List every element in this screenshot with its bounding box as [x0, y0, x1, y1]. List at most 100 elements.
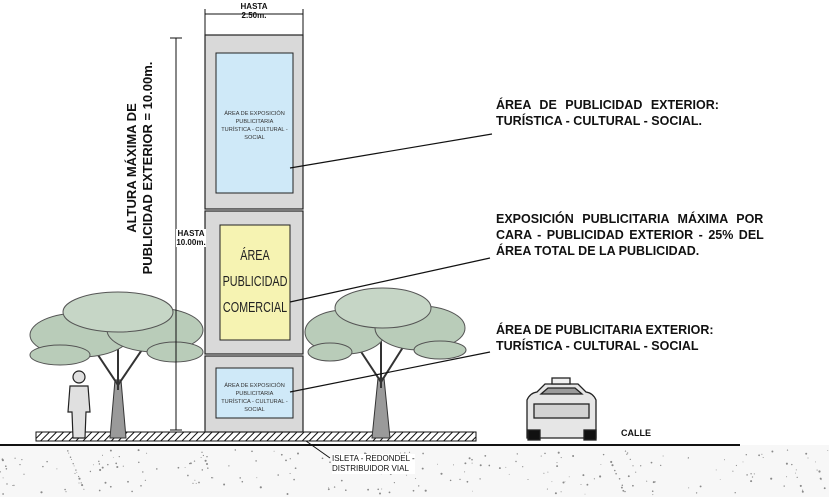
soil-speck — [735, 464, 737, 467]
soil-speck — [70, 459, 72, 460]
soil-speck — [464, 462, 467, 465]
width-dimension — [204, 9, 304, 35]
soil-speck — [78, 482, 80, 484]
soil-speck — [56, 468, 58, 470]
soil-speck — [629, 458, 631, 461]
soil-speck — [204, 459, 207, 462]
soil-speck — [192, 482, 194, 484]
soil-speck — [205, 462, 209, 466]
soil-speck — [580, 484, 582, 485]
soil-speck — [21, 459, 23, 461]
soil-speck — [662, 455, 664, 457]
soil-speck — [289, 458, 291, 460]
soil-speck — [527, 478, 529, 481]
soil-speck — [289, 472, 291, 475]
side-height-line1: HASTA — [177, 229, 205, 238]
side-height-line2: 10.00m. — [176, 238, 206, 247]
soil-speck — [640, 465, 642, 467]
soil-speck — [177, 466, 180, 469]
soil-speck — [560, 491, 562, 493]
soil-speck — [554, 492, 557, 495]
soil-speck — [142, 471, 144, 473]
soil-speck — [795, 469, 797, 471]
soil-speck — [719, 478, 721, 480]
soil-speck — [146, 452, 148, 454]
soil-speck — [99, 468, 102, 472]
side-height-label: HASTA 10.00m. — [176, 229, 206, 247]
soil-speck — [544, 452, 546, 455]
soil-speck — [468, 457, 471, 460]
soil-speck — [399, 452, 401, 454]
soil-speck — [293, 478, 295, 481]
soil-speck — [6, 483, 8, 485]
soil-speck — [131, 490, 133, 493]
soil-speck — [799, 484, 802, 487]
soil-speck — [98, 463, 101, 465]
panel-middle-line1: ÁREA — [240, 247, 270, 264]
soil-speck — [568, 476, 570, 478]
soil-speck — [156, 468, 158, 470]
soil-speck — [816, 469, 818, 471]
callout-2-line2: CARA - PUBLICIDAD EXTERIOR - 25% DEL — [496, 228, 764, 242]
soil-speck — [783, 485, 785, 487]
width-label-line2: 2.50m. — [241, 11, 267, 20]
soil-speck — [635, 471, 637, 473]
soil-speck — [68, 452, 70, 454]
soil-speck — [418, 485, 420, 487]
soil-speck — [256, 477, 258, 479]
soil-speck — [618, 478, 621, 480]
soil-speck — [786, 449, 789, 451]
soil-speck — [801, 490, 804, 493]
soil-speck — [802, 489, 804, 491]
tree-left — [29, 291, 204, 439]
soil-speck — [611, 464, 614, 467]
soil-speck — [515, 460, 517, 463]
soil-speck — [557, 451, 560, 454]
soil-speck — [207, 467, 209, 469]
soil-speck — [687, 457, 689, 459]
callout-exterior-top: ÁREA DE PUBLICIDAD EXTERIOR: TURÍSTICA -… — [496, 97, 796, 129]
soil-speck — [72, 463, 74, 465]
soil-speck — [23, 473, 25, 475]
soil-speck — [632, 465, 634, 467]
soil-speck — [599, 475, 602, 478]
soil-speck — [582, 474, 585, 477]
soil-speck — [140, 485, 142, 487]
soil-speck — [626, 452, 629, 454]
soil-speck — [65, 491, 67, 493]
soil-speck — [406, 474, 408, 476]
soil-speck — [452, 464, 455, 466]
soil-speck — [823, 487, 826, 490]
soil-speck — [206, 455, 208, 458]
soil-speck — [422, 452, 424, 455]
tree-right — [304, 287, 467, 439]
soil-speck — [195, 482, 197, 484]
soil-speck — [746, 474, 748, 476]
panel-middle-line2: PUBLICIDAD — [222, 273, 288, 290]
panel-top-text: ÁREA DE EXPOSICIÓN PUBLICITARIA TURÍSTIC… — [216, 110, 293, 142]
soil-speck — [101, 466, 104, 469]
soil-speck — [367, 488, 370, 491]
panel-bottom-line2: TURÍSTICA - CULTURAL - SOCIAL — [221, 399, 288, 413]
soil-speck — [699, 485, 702, 488]
street-label: CALLE — [621, 428, 651, 438]
soil-speck — [624, 490, 626, 493]
soil-speck — [137, 449, 140, 452]
soil-speck — [472, 490, 474, 492]
soil-speck — [363, 452, 367, 455]
width-label: HASTA 2.50m. — [224, 2, 284, 20]
soil-speck — [794, 472, 796, 474]
panel-middle-text: ÁREA PUBLICIDAD COMERCIAL — [219, 243, 291, 321]
island-label-line1: ISLETA - REDONDEL - — [332, 454, 415, 463]
soil-speck — [393, 482, 395, 484]
soil-speck — [624, 450, 627, 452]
soil-speck — [614, 469, 616, 472]
soil-speck — [92, 464, 94, 466]
soil-speck — [115, 462, 118, 465]
panel-middle-line3: COMERCIAL — [222, 299, 288, 316]
soil-speck — [321, 457, 324, 460]
soil-speck — [464, 471, 466, 473]
soil-speck — [415, 478, 417, 479]
soil-speck — [273, 450, 275, 452]
